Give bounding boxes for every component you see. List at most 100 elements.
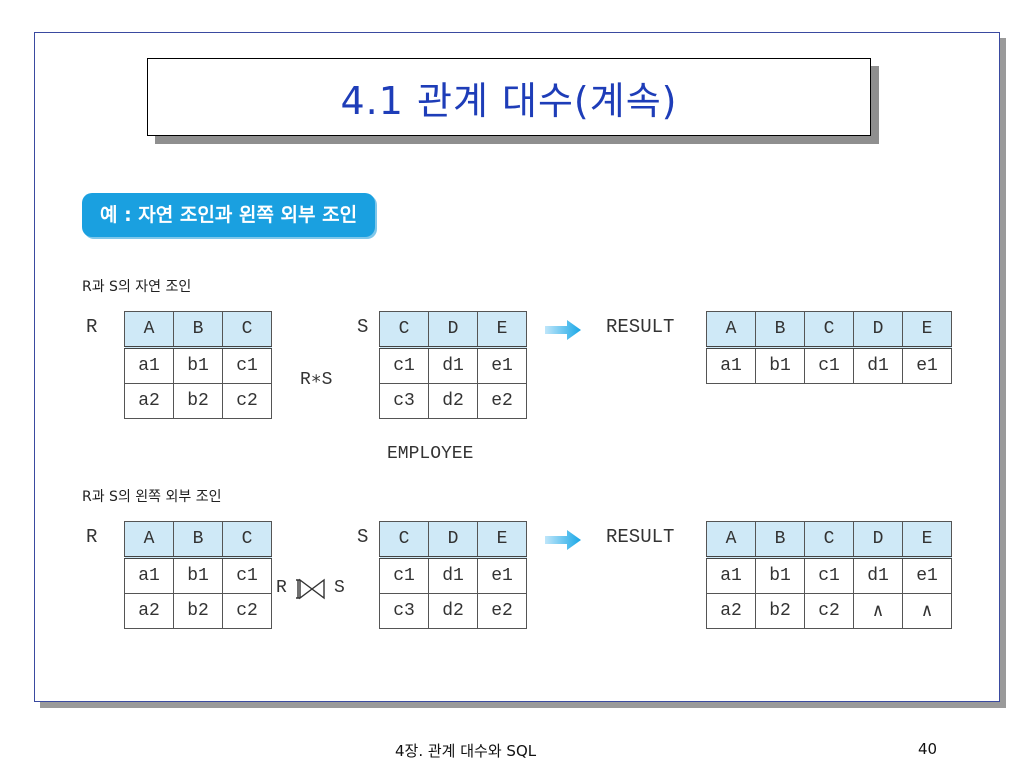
slide-title: 4.1 관계 대수(계속) bbox=[340, 78, 678, 123]
table-cell: e1 bbox=[902, 557, 952, 594]
column-header: C bbox=[804, 521, 854, 559]
table-cell: c1 bbox=[379, 557, 429, 594]
table-cell: e2 bbox=[477, 593, 527, 629]
column-header: E bbox=[902, 521, 952, 559]
table-cell: a2 bbox=[124, 383, 174, 419]
page-number: 40 bbox=[918, 740, 938, 758]
column-header: D bbox=[428, 311, 478, 349]
table-cell: e1 bbox=[477, 557, 527, 594]
loj-r-label: R bbox=[86, 526, 98, 548]
table-cell: c3 bbox=[379, 383, 429, 419]
column-header: A bbox=[706, 521, 756, 559]
column-header: B bbox=[173, 311, 223, 349]
loj-op-left: R bbox=[276, 578, 287, 598]
table-cell: a1 bbox=[124, 557, 174, 594]
column-header: D bbox=[853, 521, 903, 559]
table-cell: e2 bbox=[477, 383, 527, 419]
table-cell: b2 bbox=[173, 383, 223, 419]
table-cell: b1 bbox=[173, 557, 223, 594]
employee-label: EMPLOYEE bbox=[387, 444, 474, 464]
table-cell: c1 bbox=[804, 557, 854, 594]
column-header: A bbox=[124, 521, 174, 559]
table-cell: b2 bbox=[755, 593, 805, 629]
table-cell: c2 bbox=[222, 593, 272, 629]
column-header: E bbox=[477, 311, 527, 349]
table-cell: ∧ bbox=[902, 593, 952, 629]
column-header: D bbox=[853, 311, 903, 349]
column-header: E bbox=[477, 521, 527, 559]
loj-arrow-icon bbox=[545, 530, 581, 550]
loj-s-label: S bbox=[357, 526, 369, 548]
column-header: D bbox=[428, 521, 478, 559]
table-cell: a2 bbox=[124, 593, 174, 629]
nj-r-label: R bbox=[86, 316, 98, 338]
table-cell: ∧ bbox=[853, 593, 903, 629]
table-cell: c3 bbox=[379, 593, 429, 629]
column-header: C bbox=[222, 521, 272, 559]
column-header: B bbox=[173, 521, 223, 559]
table-cell: c1 bbox=[222, 557, 272, 594]
title-box: 4.1 관계 대수(계속) bbox=[147, 58, 871, 136]
left-outer-join-icon bbox=[296, 578, 325, 600]
column-header: B bbox=[755, 311, 805, 349]
table-cell: b1 bbox=[173, 347, 223, 384]
table-cell: d2 bbox=[428, 383, 478, 419]
loj-result-label: RESULT bbox=[606, 526, 675, 548]
example-badge: 예 : 자연 조인과 왼쪽 외부 조인 bbox=[82, 193, 376, 237]
column-header: A bbox=[124, 311, 174, 349]
table-cell: d1 bbox=[428, 557, 478, 594]
table-cell: e1 bbox=[477, 347, 527, 384]
column-header: B bbox=[755, 521, 805, 559]
table-cell: b2 bbox=[173, 593, 223, 629]
table-cell: c1 bbox=[804, 347, 854, 384]
table-cell: d2 bbox=[428, 593, 478, 629]
table-cell: a1 bbox=[706, 557, 756, 594]
natural-join-caption: R과 S의 자연 조인 bbox=[82, 279, 192, 295]
column-header: A bbox=[706, 311, 756, 349]
table-cell: c2 bbox=[222, 383, 272, 419]
table-cell: c1 bbox=[379, 347, 429, 384]
loj-op-right: S bbox=[334, 578, 345, 598]
nj-operator: R∗S bbox=[300, 370, 333, 390]
column-header: C bbox=[379, 521, 429, 559]
column-header: C bbox=[379, 311, 429, 349]
column-header: E bbox=[902, 311, 952, 349]
nj-arrow-icon bbox=[545, 320, 581, 340]
table-cell: c1 bbox=[222, 347, 272, 384]
nj-result-label: RESULT bbox=[606, 316, 675, 338]
table-cell: b1 bbox=[755, 347, 805, 384]
table-cell: b1 bbox=[755, 557, 805, 594]
left-outer-join-caption: R과 S의 왼쪽 외부 조인 bbox=[82, 489, 222, 505]
table-cell: d1 bbox=[853, 557, 903, 594]
table-cell: a1 bbox=[124, 347, 174, 384]
table-cell: c2 bbox=[804, 593, 854, 629]
table-cell: d1 bbox=[853, 347, 903, 384]
table-cell: e1 bbox=[902, 347, 952, 384]
nj-s-label: S bbox=[357, 316, 369, 338]
footer-title: 4장. 관계 대수와 SQL bbox=[395, 742, 537, 760]
column-header: C bbox=[222, 311, 272, 349]
table-cell: a1 bbox=[706, 347, 756, 384]
